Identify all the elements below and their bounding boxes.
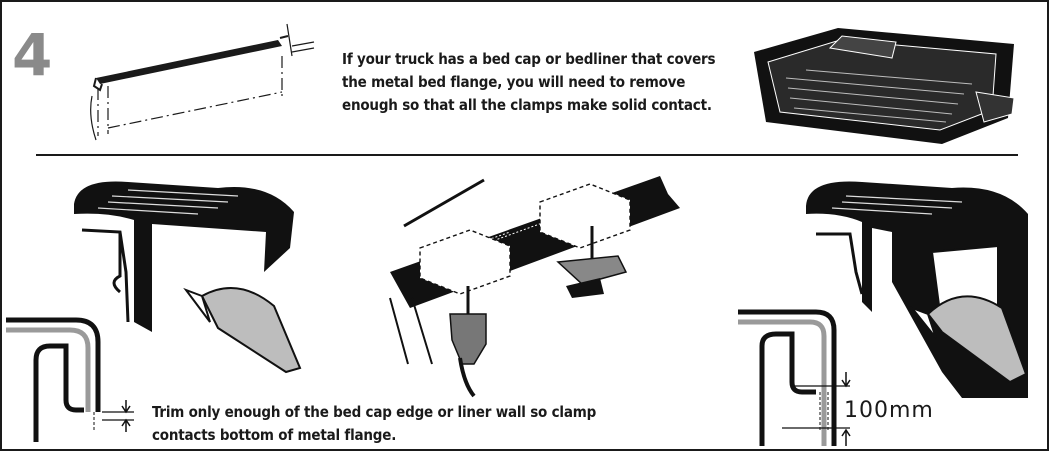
trim-instruction-line: Trim only enough of the bed cap edge or … xyxy=(152,403,597,421)
intro-line: the metal bed flange, you will need to r… xyxy=(342,73,686,91)
trim-instruction-line: contacts bottom of metal flange. xyxy=(152,426,397,444)
flange-profile-right xyxy=(738,309,851,446)
step-number: 4 xyxy=(12,21,53,89)
bed-rail-illustration xyxy=(90,23,315,141)
measurement-label: 100mm xyxy=(844,398,934,423)
clamp-illustration xyxy=(389,176,680,398)
intro-text: If your truck has a bed cap or bedliner … xyxy=(342,48,762,117)
bed-cap-trim-illustration-right xyxy=(806,181,1028,398)
bed-cap-trim-illustration xyxy=(74,181,302,374)
intro-line: If your truck has a bed cap or bedliner … xyxy=(342,50,716,68)
bedliner-illustration xyxy=(754,28,1015,144)
section-divider xyxy=(36,154,1018,156)
trim-instruction: Trim only enough of the bed cap edge or … xyxy=(152,401,672,447)
intro-line: enough so that all the clamps make solid… xyxy=(342,96,712,114)
flange-profile-left xyxy=(6,317,134,442)
